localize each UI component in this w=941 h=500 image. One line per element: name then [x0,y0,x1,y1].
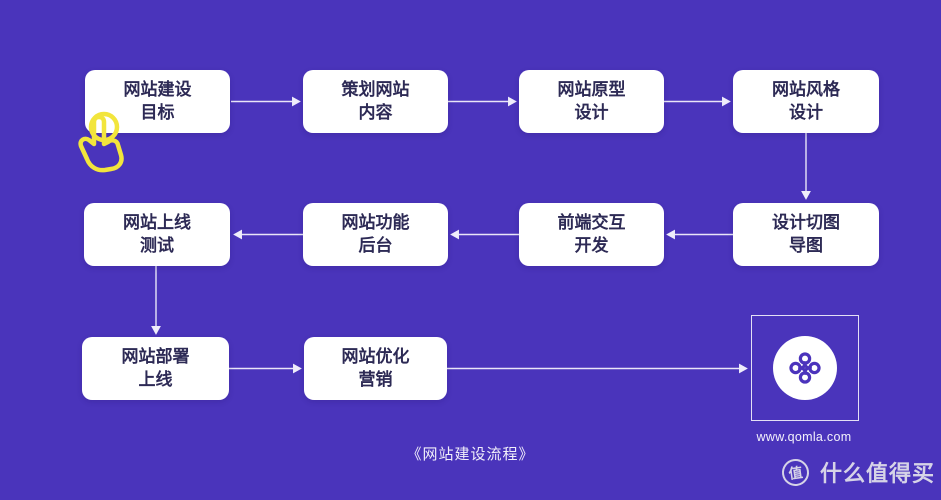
logo-frame [751,315,859,421]
node-label-line2: 营销 [358,369,393,389]
node-label-line2: 上线 [138,369,173,389]
node-label-line2: 设计 [789,102,823,122]
flow-node-frontend-dev: 前端交互 开发 [519,203,664,266]
node-label-line2: 导图 [789,235,823,255]
flow-node-backend-function: 网站功能 后台 [303,203,448,266]
node-label-line1: 网站原型 [557,80,626,100]
flow-node-launch-test: 网站上线 测试 [84,203,230,266]
node-label-line2: 测试 [140,235,174,255]
tap-hand-icon [78,111,124,173]
flow-node-website-goal: 网站建设 目标 [85,70,230,133]
node-label-line1: 前端交互 [557,213,626,233]
flow-node-style-design: 网站风格 设计 [733,70,879,133]
smzdm-watermark-text: 什么值得买 [819,461,935,486]
node-label-line1: 网站上线 [123,213,191,233]
flow-node-deploy-online: 网站部署 上线 [82,337,229,400]
qomla-clover-icon [789,352,821,384]
smzdm-badge-icon: 值 [780,456,811,488]
logo-url-text: www.qomla.com [756,430,852,444]
smzdm-watermark: 值 什么值得买 [780,456,935,488]
node-label-line1: 网站优化 [341,347,410,367]
node-label-line1: 网站功能 [341,213,410,233]
flow-node-prototype-design: 网站原型 设计 [519,70,664,133]
node-label-line1: 网站风格 [772,80,840,100]
node-label-line1: 策划网站 [341,80,410,100]
node-label-line1: 网站部署 [121,347,190,367]
node-label-line2: 内容 [358,102,393,122]
node-label-line2: 设计 [574,102,609,122]
node-label-line2: 后台 [358,235,393,255]
flow-node-design-slicing: 设计切图 导图 [733,203,879,266]
node-label-line2: 开发 [574,235,609,255]
node-label-line1: 设计切图 [772,213,840,233]
flow-node-optimize-marketing: 网站优化 营销 [304,337,447,400]
flow-node-plan-content: 策划网站 内容 [303,70,448,133]
node-label-line1: 网站建设 [123,80,192,100]
diagram-caption: 《网站建设流程》 [406,446,535,463]
node-label-line2: 目标 [140,102,175,122]
logo-circle [773,336,837,400]
